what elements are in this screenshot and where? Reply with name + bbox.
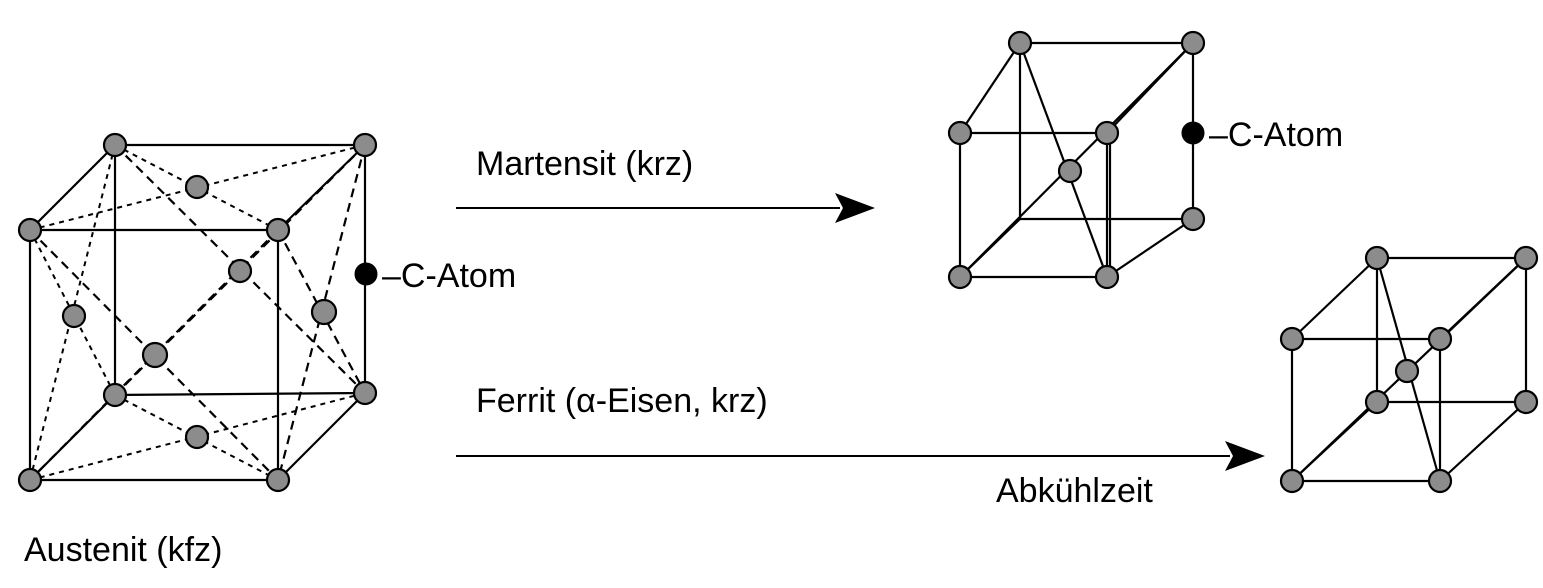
- ferrite-unit-cell: [1279, 245, 1539, 494]
- ferrite-center-atom: [1394, 358, 1420, 384]
- martensite-iron-atom: [1094, 264, 1120, 290]
- austenite-face-atom: [141, 341, 169, 369]
- martensite-iron-atom: [1094, 120, 1120, 146]
- ferrite-iron-atom: [1427, 326, 1453, 352]
- ferrite-iron-atom: [1279, 468, 1305, 494]
- martensite-cube-edges: [958, 41, 1195, 279]
- austenite-iron-atom: [352, 132, 378, 158]
- martensite-iron-atom: [1180, 30, 1206, 56]
- austenite-face-atom: [184, 424, 210, 450]
- cooling-time-label: Abkühlzeit: [996, 472, 1153, 510]
- austenite-iron-atom: [17, 217, 43, 243]
- austenite-face-atom: [61, 303, 87, 329]
- ferrite-label: Ferrit (α-Eisen, krz): [476, 382, 768, 420]
- martensite-c-atom-label: –C-Atom: [1209, 116, 1343, 154]
- ferrite-iron-atom: [1279, 326, 1305, 352]
- austenite-atoms: [17, 132, 378, 493]
- austenite-face-atom: [310, 298, 338, 326]
- austenite-iron-atom: [265, 217, 291, 243]
- ferrite-iron-atom: [1364, 245, 1390, 271]
- austenite-iron-atom: [102, 132, 128, 158]
- austenite-iron-atom: [17, 467, 43, 493]
- ferrite-iron-atom: [1427, 468, 1453, 494]
- martensite-unit-cell: –C-Atom: [947, 30, 1343, 290]
- martensite-atoms: [947, 30, 1206, 290]
- martensite-iron-atom: [1007, 30, 1033, 56]
- martensite-arrow: [456, 193, 875, 223]
- martensite-iron-atom: [1180, 206, 1206, 232]
- austenite-carbon-atom: [354, 262, 378, 286]
- martensite-iron-atom: [947, 264, 973, 290]
- austenite-unit-cell: –C-Atom Austenit (kfz): [17, 132, 516, 569]
- austenite-face-atom: [227, 258, 253, 284]
- ferrite-iron-atom: [1364, 389, 1390, 415]
- austenite-iron-atom: [102, 382, 128, 408]
- austenite-label: Austenit (kfz): [24, 531, 222, 569]
- austenite-c-atom-label: –C-Atom: [382, 257, 516, 295]
- ferrite-atoms: [1279, 245, 1539, 494]
- martensite-label: Martensit (krz): [476, 145, 693, 183]
- austenite-iron-atom: [265, 467, 291, 493]
- martensite-iron-atom: [947, 120, 973, 146]
- ferrite-iron-atom: [1513, 245, 1539, 271]
- martensite-center-atom: [1057, 158, 1083, 184]
- austenite-iron-atom: [352, 380, 378, 406]
- ferrite-arrow: [456, 441, 1265, 471]
- ferrite-iron-atom: [1513, 389, 1539, 415]
- martensite-carbon-atom: [1181, 121, 1205, 145]
- austenite-face-atom: [184, 174, 210, 200]
